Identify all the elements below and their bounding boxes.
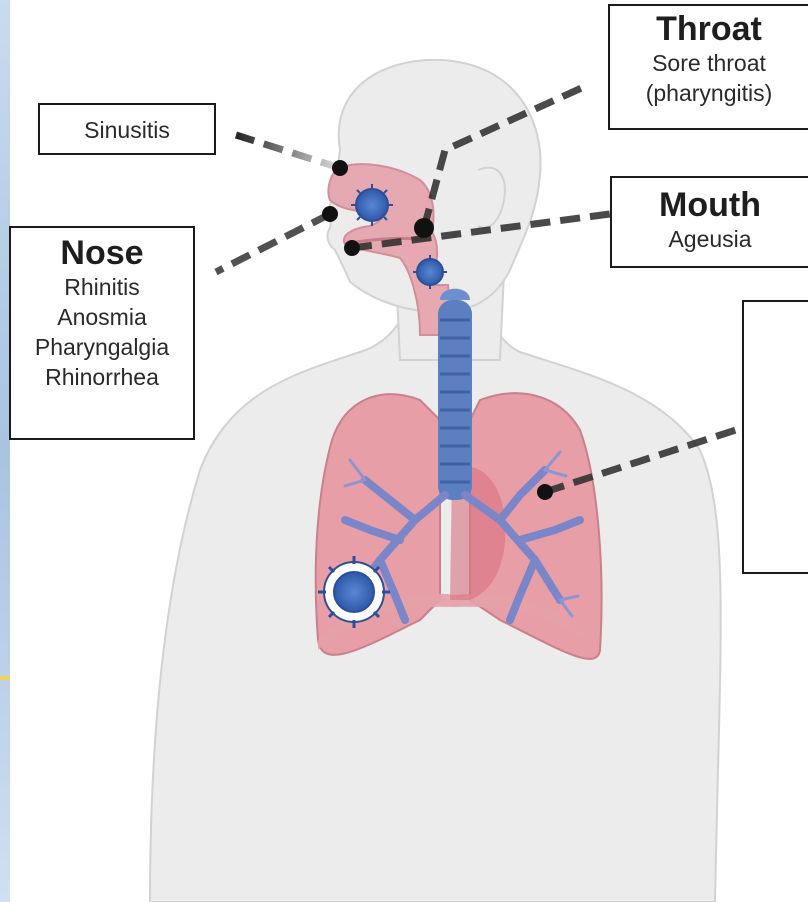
callout-mouth: Mouth Ageusia bbox=[610, 176, 808, 268]
leader-nose bbox=[216, 214, 330, 272]
virus-icon bbox=[351, 184, 393, 226]
mouth-heading: Mouth bbox=[612, 186, 808, 224]
callout-nose: Nose Rhinitis Anosmia Pharyngalgia Rhino… bbox=[9, 226, 195, 440]
nose-line-2: Anosmia bbox=[11, 302, 193, 332]
nose-line-1: Rhinitis bbox=[11, 272, 193, 302]
nose-line-4: Rhinorrhea bbox=[11, 362, 193, 392]
callout-lungs bbox=[742, 300, 808, 574]
callout-throat: Throat Sore throat (pharyngitis) bbox=[608, 4, 808, 130]
mouth-line-1: Ageusia bbox=[612, 224, 808, 254]
callout-sinusitis: Sinusitis bbox=[38, 103, 216, 155]
trachea-icon bbox=[438, 289, 472, 500]
background-strip-accent bbox=[0, 676, 10, 680]
throat-line-1: Sore throat bbox=[610, 48, 808, 78]
throat-line-2: (pharyngitis) bbox=[610, 78, 808, 108]
background-strip bbox=[0, 0, 10, 902]
sinusitis-label: Sinusitis bbox=[40, 115, 214, 145]
nose-heading: Nose bbox=[11, 234, 193, 272]
throat-heading: Throat bbox=[610, 10, 808, 48]
leader-sinusitis bbox=[236, 135, 340, 168]
nose-line-3: Pharyngalgia bbox=[11, 332, 193, 362]
